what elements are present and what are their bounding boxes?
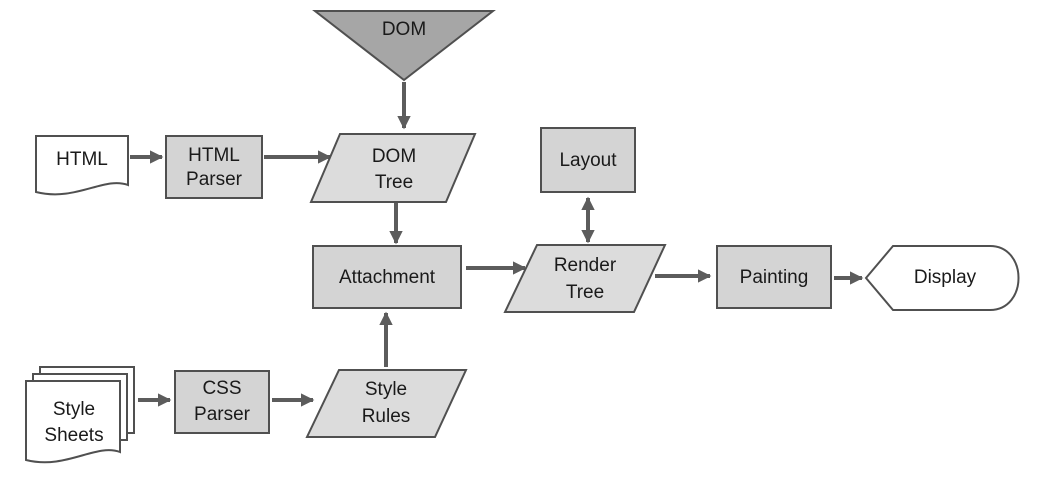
style-sheets-front-page xyxy=(25,380,121,464)
dom-label: DOM xyxy=(382,19,426,40)
dom-tree-parallelogram xyxy=(309,133,477,203)
display-label: Display xyxy=(914,267,977,288)
node-style-sheets: Style Sheets xyxy=(25,366,135,464)
style-rules-label-line2: Rules xyxy=(362,406,411,427)
html-label: HTML xyxy=(56,149,108,170)
node-display: Display xyxy=(864,245,1020,311)
style-sheets-label-line2: Sheets xyxy=(44,425,103,446)
layout-box xyxy=(540,127,636,193)
node-attachment: Attachment xyxy=(312,245,462,309)
html-parser-label-line1: HTML xyxy=(188,145,240,166)
style-rules-label-line1: Style xyxy=(365,379,407,400)
dom-tree-label-line1: DOM xyxy=(372,146,416,167)
node-dom-tree: DOM Tree xyxy=(309,133,477,203)
node-painting: Painting xyxy=(716,245,832,309)
display-shape xyxy=(864,245,1020,311)
node-layout: Layout xyxy=(540,127,636,193)
attachment-label: Attachment xyxy=(339,267,436,288)
html-parser-label-line2: Parser xyxy=(186,169,243,190)
node-style-rules: Style Rules xyxy=(305,369,468,438)
css-parser-label-line1: CSS xyxy=(202,378,241,399)
edges xyxy=(130,82,864,407)
render-tree-label-line2: Tree xyxy=(566,282,604,303)
nodes: DOM HTML HTML Parser DOM Tree Layout Att… xyxy=(25,10,1020,464)
node-html-parser: HTML Parser xyxy=(165,135,263,199)
render-tree-label-line1: Render xyxy=(554,255,617,276)
dom-tree-label-line2: Tree xyxy=(375,172,413,193)
attachment-box xyxy=(312,245,462,309)
css-parser-box xyxy=(174,370,270,434)
layout-label: Layout xyxy=(559,150,617,171)
node-dom: DOM xyxy=(312,10,496,82)
painting-box xyxy=(716,245,832,309)
render-tree-parallelogram xyxy=(503,244,667,313)
node-render-tree: Render Tree xyxy=(503,244,667,313)
dom-merge-triangle xyxy=(312,10,496,82)
node-html: HTML xyxy=(35,135,129,196)
html-parser-box xyxy=(165,135,263,199)
style-rules-parallelogram xyxy=(305,369,468,438)
style-sheets-label-line1: Style xyxy=(53,399,95,420)
css-parser-label-line2: Parser xyxy=(194,404,251,425)
html-document-shape xyxy=(35,135,129,196)
node-css-parser: CSS Parser xyxy=(174,370,270,434)
painting-label: Painting xyxy=(740,267,809,288)
